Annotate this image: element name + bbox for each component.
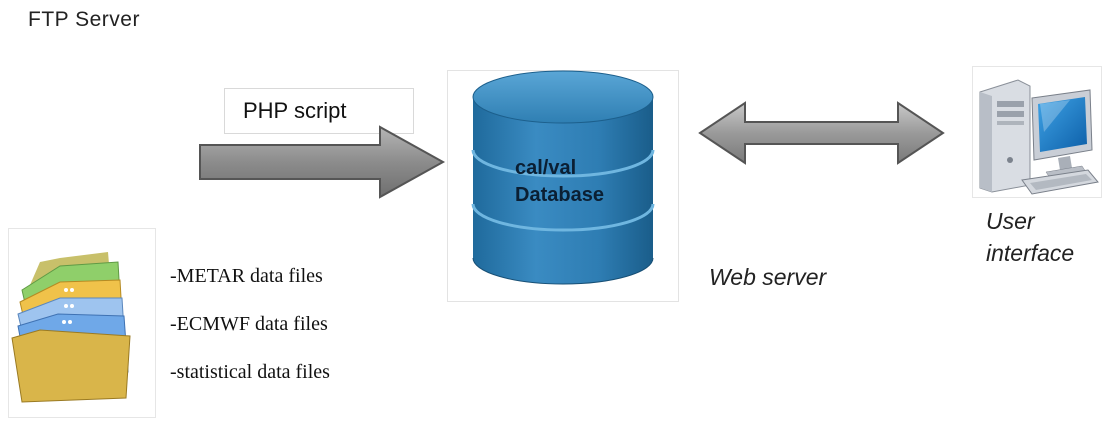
data-file-item-metar: -METAR data files — [170, 265, 323, 287]
folder-frame — [8, 228, 156, 418]
php-script-box — [224, 88, 414, 134]
web-server-double-arrow — [698, 101, 945, 165]
user-interface-line1: User — [986, 208, 1035, 234]
data-file-item-ecmwf: -ECMWF data files — [170, 313, 328, 335]
data-files-list: -METAR data files -ECMWF data files -sta… — [170, 264, 330, 408]
database-label-line1: cal/val — [515, 157, 577, 179]
user-interface-line2: interface — [986, 240, 1075, 266]
ftp-server-title: FTP Server — [28, 8, 140, 31]
database-label-line2: Database — [515, 184, 604, 206]
data-file-item-statistical: -statistical data files — [170, 361, 330, 383]
web-server-label: Web server — [709, 264, 827, 290]
php-script-label: PHP script — [243, 98, 347, 123]
user-interface-label: User interface — [986, 205, 1074, 269]
database-cylinder-icon — [471, 70, 655, 285]
folder-stack-icon — [11, 252, 131, 403]
user-interface-frame — [972, 66, 1102, 198]
php-arrow — [199, 125, 446, 199]
desktop-computer-icon — [979, 79, 1099, 195]
database-label: cal/val Database — [515, 155, 635, 209]
